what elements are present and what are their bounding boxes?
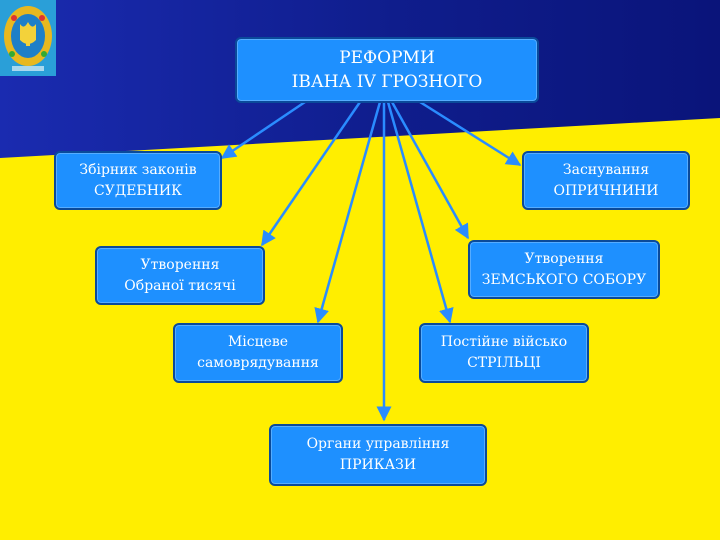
node-sudebnyk: Збірник законів СУДЕБНИК (54, 151, 222, 210)
node-oprychnyna: Заснування ОПРИЧНИНИ (522, 151, 690, 210)
node-obrana-tysyacha: Утворення Обраної тисячі (95, 246, 265, 305)
node-obrana-tysyacha-line-2: Обраної тисячі (124, 277, 236, 294)
node-zemsky-sobor-line-1: Утворення (524, 250, 604, 267)
arrow-to-samovryaduvannya (314, 101, 382, 324)
arrow-to-oprychnyna (419, 100, 522, 167)
node-obrana-tysyacha-line-1: Утворення (140, 256, 220, 273)
node-prykazy-line-1: Органи управління (306, 436, 450, 452)
node-striltsi-line-2: СТРІЛЬЦІ (467, 355, 541, 371)
node-sudebnyk-line-1: Збірник законів (79, 161, 197, 178)
node-prykazy: Органи управління ПРИКАЗИ (269, 424, 487, 486)
node-zemsky-sobor-line-2: ЗЕМСЬКОГО СОБОРУ (481, 271, 647, 288)
node-oprychnyna-line-1: Заснування (562, 161, 650, 178)
node-zemsky-sobor: Утворення ЗЕМСЬКОГО СОБОРУ (468, 240, 660, 299)
title-line-1: РЕФОРМИ (339, 48, 435, 68)
node-sudebnyk-line-2: СУДЕБНИК (94, 182, 182, 199)
title-box: РЕФОРМИ ІВАНА IV ГРОЗНОГО (235, 37, 539, 103)
arrow-to-zemsky-sobor (390, 101, 470, 240)
node-samovryaduvannya: Місцеве самоврядування (173, 323, 343, 383)
node-striltsi-line-1: Постійне військо (440, 334, 568, 350)
node-samovryaduvannya-line-2: самоврядування (197, 355, 319, 371)
ukraine-coat-of-arms-icon (0, 0, 56, 76)
node-samovryaduvannya-line-1: Місцеве (227, 334, 289, 350)
arrow-to-striltsi (386, 101, 454, 324)
node-striltsi: Постійне військо СТРІЛЬЦІ (419, 323, 589, 383)
title-line-2: ІВАНА IV ГРОЗНОГО (291, 72, 483, 92)
node-prykazy-line-2: ПРИКАЗИ (339, 457, 417, 473)
arrow-to-obrana-tysyacha (260, 101, 362, 247)
arrow-to-sudebnyk (220, 100, 306, 160)
node-oprychnyna-line-2: ОПРИЧНИНИ (553, 182, 659, 199)
